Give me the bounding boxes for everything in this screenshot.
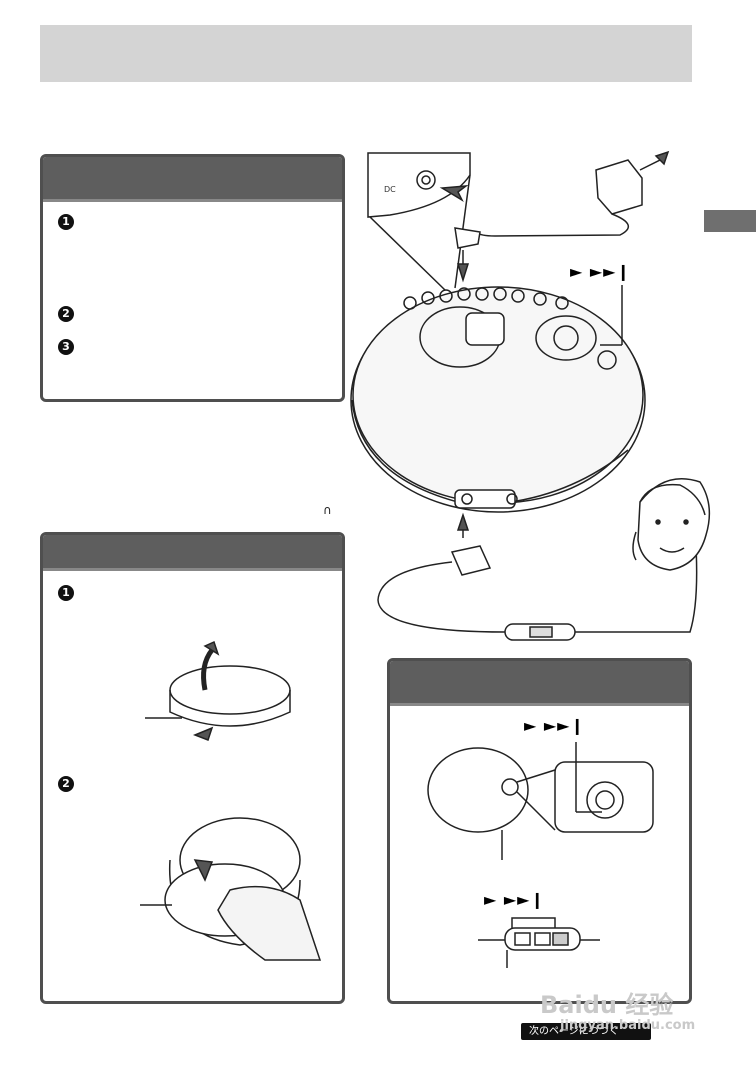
step-number-1: 1: [58, 214, 74, 230]
listener-face-illustration: [632, 478, 711, 571]
headphone-icon: ∩: [323, 503, 332, 517]
step-number-1b: 1: [58, 585, 74, 601]
watermark-url: jingyan.baidu.com: [560, 1018, 696, 1033]
next-page-badge: 次のページにつづく: [521, 1023, 651, 1040]
step-number-2: 2: [58, 306, 74, 322]
page-title-band: [40, 25, 692, 82]
step-number-3: 3: [58, 339, 74, 355]
play-next-label: ► ►►❙: [484, 890, 545, 909]
svg-text:DC: DC: [384, 185, 396, 194]
play-next-label: ► ►►❙: [524, 716, 585, 735]
chapter-tab: [704, 210, 756, 232]
watermark-brand: Baidu 经验: [540, 991, 674, 1019]
ac-adapter-illustration: [454, 150, 670, 283]
step-number-2b: 2: [58, 776, 74, 792]
panel-header: [43, 535, 342, 571]
panel-header: [390, 661, 689, 706]
play-next-label: ► ►►❙: [570, 262, 631, 281]
insert-disc-illustration: [140, 817, 322, 961]
panel-header: [43, 157, 342, 202]
player-small-illustration: [427, 742, 654, 860]
open-lid-illustration: [145, 640, 291, 741]
power-instructions-panel: [40, 154, 345, 402]
remote-control-illustration: [478, 917, 600, 968]
jack-closeup-illustration: DC: [367, 152, 471, 218]
cd-player-illustration: [350, 285, 646, 513]
headphone-cable-illustration: [377, 512, 698, 641]
